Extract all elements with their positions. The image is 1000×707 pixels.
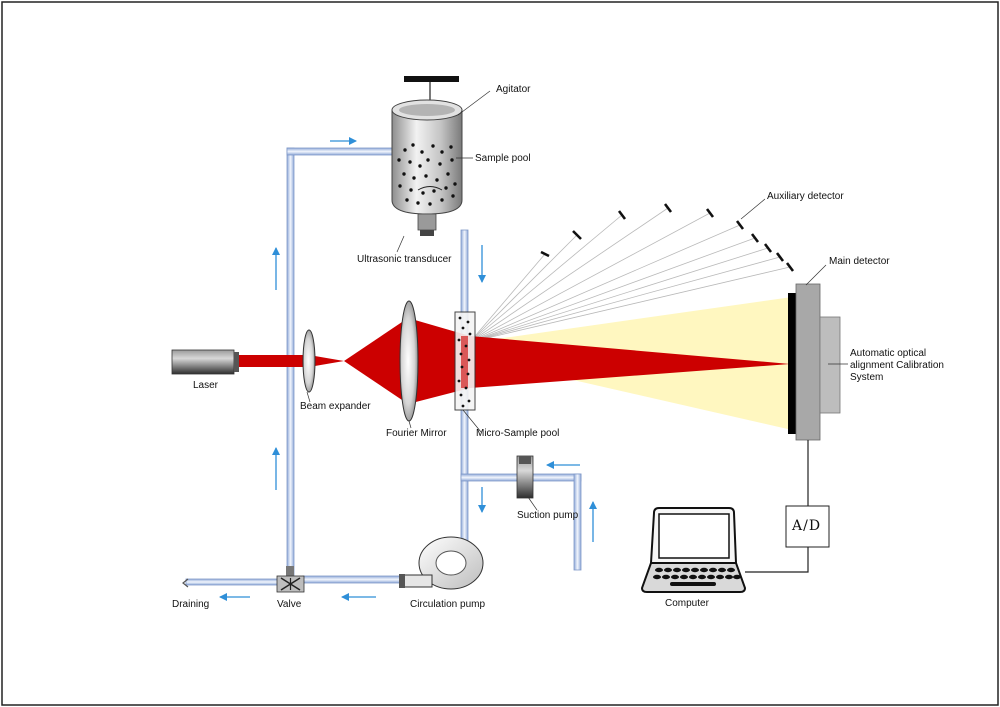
micro-sample-pool-label: Micro-Sample pool [476, 428, 560, 439]
laser-label: Laser [193, 380, 219, 391]
sample-pool [391, 76, 463, 236]
suction-pump-label: Suction pump [517, 510, 579, 521]
signal-cable [745, 440, 809, 573]
auxiliary-detector-label: Auxiliary detector [767, 191, 844, 202]
fourier-mirror-label: Fourier Mirror [386, 428, 447, 439]
laser-icon [171, 349, 239, 375]
micro-sample-cell [454, 311, 476, 411]
main-detector-label: Main detector [829, 256, 890, 267]
valve-icon [276, 566, 305, 593]
circulation-pump-icon [399, 536, 484, 590]
circulation-pump-label: Circulation pump [410, 599, 486, 610]
agitator-label: Agitator [496, 84, 531, 95]
main-detector [788, 283, 841, 441]
flow-arrows [219, 137, 597, 601]
draining-label: Draining [172, 599, 210, 610]
beam-expander-lens-icon [302, 329, 316, 393]
computer-icon [640, 507, 747, 593]
ultrasonic-transducer-label: Ultrasonic transducer [357, 254, 452, 265]
leader-lines [306, 90, 848, 511]
ad-converter-label: A/D [792, 518, 822, 534]
fourier-lens-icon [399, 300, 419, 422]
suction-pump-icon [516, 455, 534, 499]
valve-label: Valve [277, 599, 302, 610]
auxiliary-rays [469, 207, 791, 343]
sample-pool-label: Sample pool [475, 153, 531, 164]
calibration-system-label: Automatic optical alignment Calibration … [850, 348, 944, 383]
beam-expander-label: Beam expander [300, 401, 371, 412]
auxiliary-detector-elements [540, 203, 795, 272]
computer-label: Computer [665, 598, 709, 609]
ad-converter-box [785, 505, 830, 548]
